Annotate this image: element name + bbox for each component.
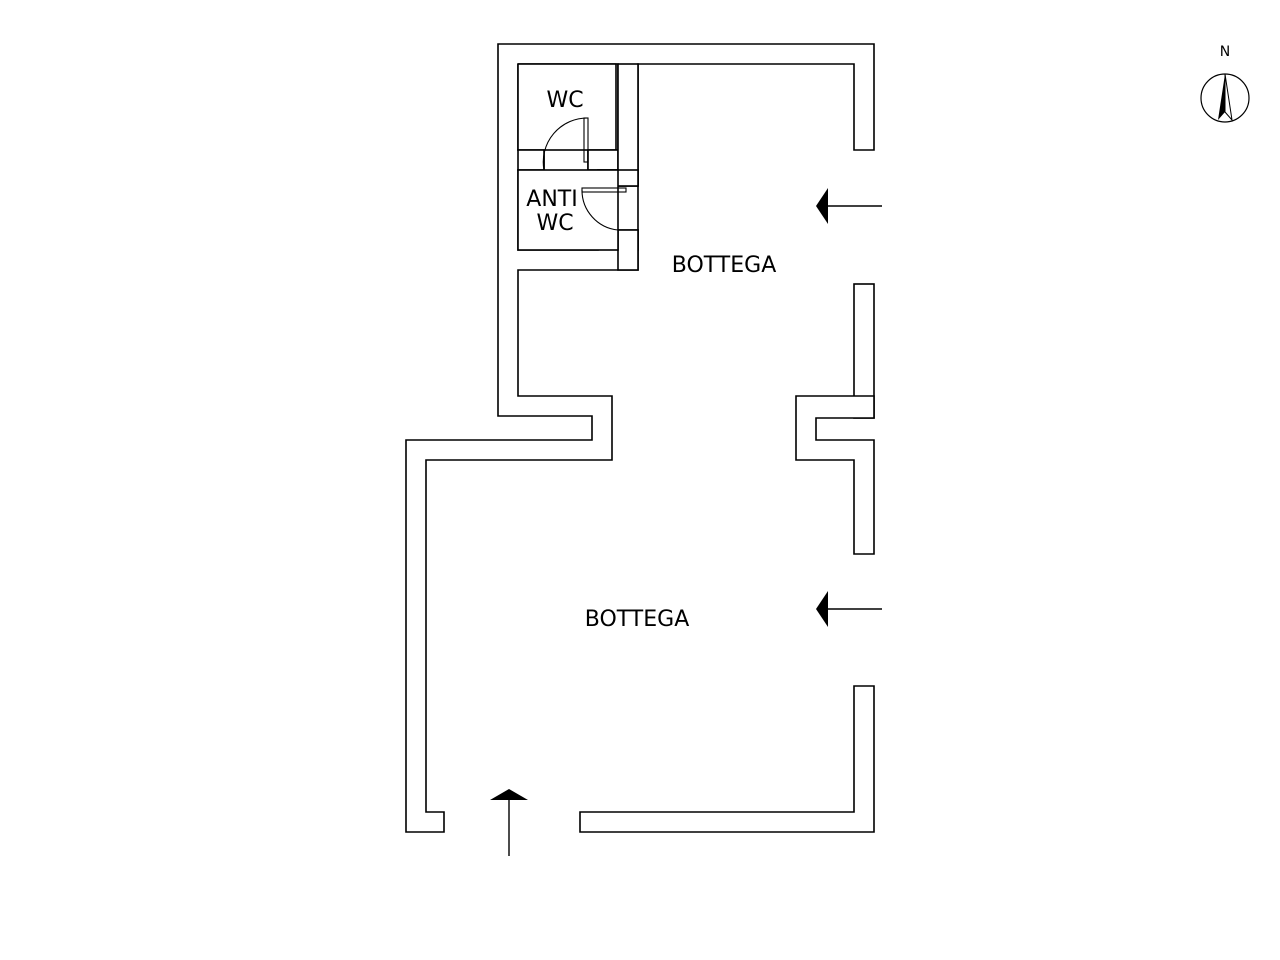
- entry-arrow-bottom: [490, 789, 528, 856]
- room-label-wc: WC: [546, 88, 583, 113]
- north-arrow-icon-outline: [1224, 73, 1233, 122]
- wc-door-leaf: [583, 117, 589, 163]
- room-label-anti-wc-line1: ANTI: [526, 187, 577, 212]
- wc-walls: [517, 63, 639, 271]
- room-label-anti-wc-line2: WC: [536, 211, 573, 236]
- wc-door-swing: [542, 117, 589, 171]
- lower-right-bottom-wall: [579, 685, 875, 833]
- north-compass: N: [1200, 44, 1250, 123]
- wc-wall-stub-left: [517, 149, 545, 171]
- antiwc-door-leaf: [581, 187, 627, 193]
- entry-arrow-lower: [816, 591, 882, 627]
- antiwc-box: [517, 169, 619, 251]
- entry-arrow-bottom-head: [490, 789, 528, 800]
- room-label-bottega-lower: BOTTEGA: [585, 607, 690, 632]
- entry-arrow-upper: [816, 188, 882, 224]
- wc-box: [517, 63, 617, 151]
- entry-arrow-upper-head: [816, 188, 828, 224]
- antiwc-door-swing: [581, 189, 619, 231]
- antiwc-door: [581, 187, 627, 231]
- wc-door: [542, 117, 589, 171]
- wc-right-partition: [617, 63, 639, 187]
- north-arrow-icon: [1218, 74, 1225, 120]
- wc-wall-stub-right: [587, 149, 619, 171]
- room-label-bottega-upper: BOTTEGA: [672, 253, 777, 278]
- antiwc-right-stub-bottom: [617, 229, 639, 271]
- entry-arrow-lower-head: [816, 591, 828, 627]
- right-pier: [795, 395, 875, 555]
- north-compass-label: N: [1220, 44, 1230, 60]
